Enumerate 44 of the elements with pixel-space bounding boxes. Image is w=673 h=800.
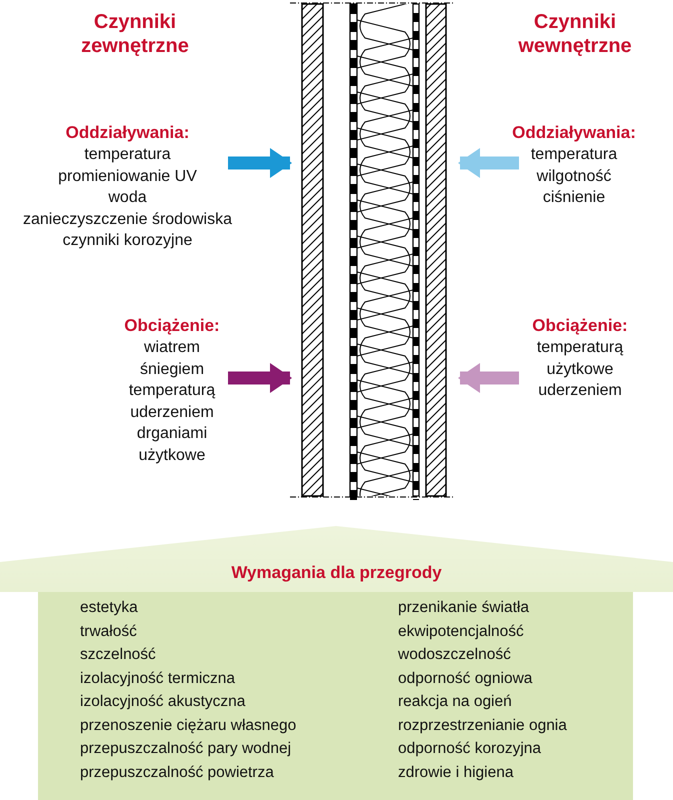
group-heading: Oddziaływania: <box>66 122 190 144</box>
requirement-item: przenoszenie ciężaru własnego <box>80 716 296 736</box>
factor-text: temperaturą <box>128 381 216 401</box>
requirement-item: przenikanie światła <box>398 598 529 618</box>
factor-text: drganiami <box>136 424 208 444</box>
factor-text: użytkowe <box>138 446 206 466</box>
factor-text: zanieczyszczenie środowiska <box>23 210 232 230</box>
group-heading: Obciążenie: <box>532 315 628 337</box>
requirement-item: izolacyjność termiczna <box>80 668 236 688</box>
arrow <box>228 363 292 393</box>
factor-text: uderzeniem <box>538 381 622 401</box>
group-heading: Obciążenie: <box>124 315 220 337</box>
requirement-item: przepuszczalność pary wodnej <box>80 739 292 759</box>
requirement-item: odporność korozyjna <box>398 739 542 759</box>
factor-text: temperaturą <box>536 338 624 358</box>
factor-text: ciśnienie <box>542 188 606 208</box>
factor-text: czynniki korozyjne <box>62 231 192 251</box>
factor-text: temperatura <box>530 145 618 165</box>
requirement-item: szczelność <box>80 645 156 665</box>
requirement-item: trwałość <box>80 622 137 642</box>
factor-text: śniegiem <box>140 360 204 380</box>
factor-text: woda <box>108 188 147 208</box>
requirement-item: rozprzestrzenianie ognia <box>398 716 567 736</box>
column-heading: Czynniki zewnętrzne <box>80 10 190 58</box>
requirement-item: ekwipotencjalność <box>398 622 524 642</box>
requirement-item: wodoszczelność <box>398 645 511 665</box>
requirement-item: przepuszczalność powietrza <box>80 762 274 782</box>
requirement-item: odporność ogniowa <box>398 668 532 688</box>
panel-heading: Wymagania dla przegrody <box>231 562 442 584</box>
arrow <box>458 363 519 393</box>
factor-text: użytkowe <box>546 360 614 380</box>
factor-text: promieniowanie UV <box>58 166 197 186</box>
factor-text: wiatrem <box>144 338 200 358</box>
arrow <box>458 148 519 178</box>
factor-text: uderzeniem <box>130 402 214 422</box>
requirement-item: estetyka <box>80 598 138 618</box>
group-heading: Oddziaływania: <box>512 122 636 144</box>
factor-text: temperatura <box>84 145 171 165</box>
requirement-item: reakcja na ogień <box>398 692 512 712</box>
column-heading: Czynniki wewnętrzne <box>517 10 633 58</box>
arrow <box>228 148 292 178</box>
factor-text: wilgotność <box>536 166 612 186</box>
requirement-item: izolacyjność akustyczna <box>80 692 246 712</box>
requirement-item: zdrowie i higiena <box>398 762 514 782</box>
